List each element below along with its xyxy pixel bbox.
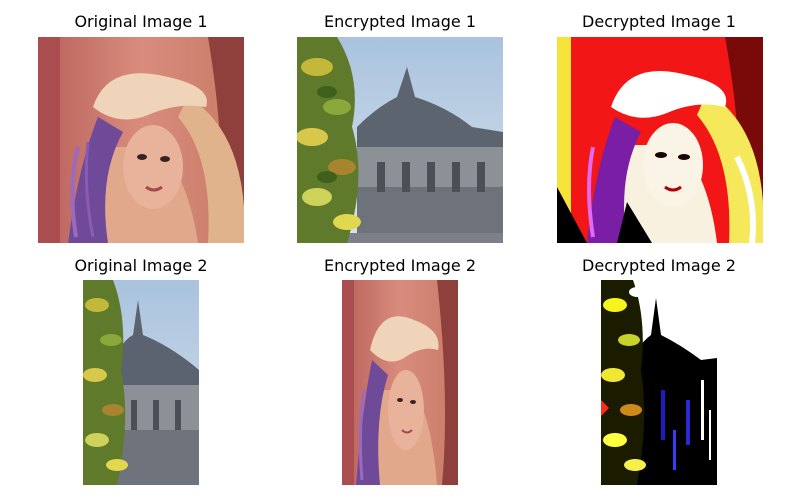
decrypted-image-2 <box>601 280 717 485</box>
panel-title-original-1: Original Image 1 <box>74 12 208 31</box>
original-image-2 <box>83 280 199 485</box>
encrypted-image-2 <box>342 280 458 485</box>
panel-title-decrypted-1: Decrypted Image 1 <box>582 12 736 31</box>
encrypted-image-1 <box>297 37 503 243</box>
panel-title-original-2: Original Image 2 <box>74 256 208 275</box>
panel-title-decrypted-2: Decrypted Image 2 <box>582 256 736 275</box>
original-image-1 <box>38 37 244 243</box>
panel-title-encrypted-1: Encrypted Image 1 <box>324 12 476 31</box>
panel-title-encrypted-2: Encrypted Image 2 <box>324 256 476 275</box>
decrypted-image-1 <box>557 37 763 243</box>
